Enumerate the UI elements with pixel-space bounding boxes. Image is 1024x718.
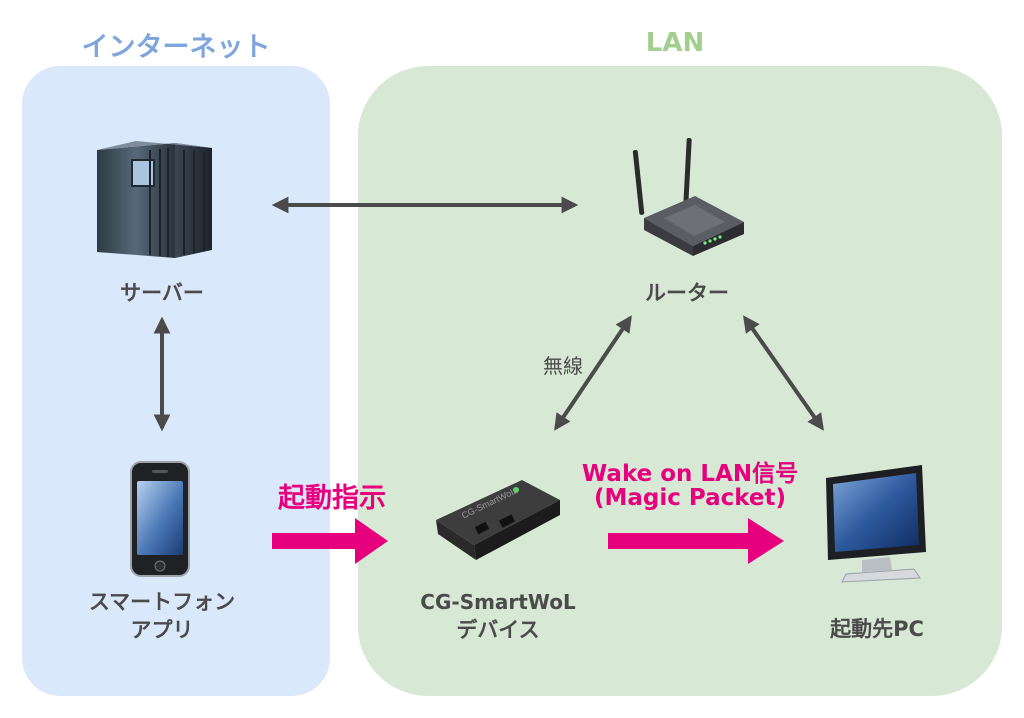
- internet-zone-title: インターネット: [81, 32, 271, 63]
- router-device-arrow: [554, 315, 632, 431]
- lan-zone: [358, 66, 1002, 696]
- device-label-line2: デバイス: [456, 618, 540, 642]
- wol-signal-label-line1: Wake on LAN信号: [581, 461, 799, 487]
- device-label-line1: CG-SmartWoL: [420, 590, 576, 614]
- wireless-label: 無線: [543, 354, 583, 378]
- smartphone-label-line2: アプリ: [130, 618, 194, 642]
- wol-signal-label-line2: (Magic Packet): [593, 485, 787, 511]
- router-label: ルーター: [645, 281, 729, 305]
- start-command-arrow: [272, 518, 388, 564]
- router-pc-arrow: [743, 315, 824, 431]
- target-pc-label: 起動先PC: [830, 617, 924, 641]
- start-command-label: 起動指示: [278, 483, 386, 514]
- wol-signal-arrow: [608, 518, 784, 564]
- smartphone-label-line1: スマートフォン: [88, 590, 236, 614]
- server-label: サーバー: [120, 281, 204, 305]
- lan-zone-title: LAN: [645, 28, 705, 58]
